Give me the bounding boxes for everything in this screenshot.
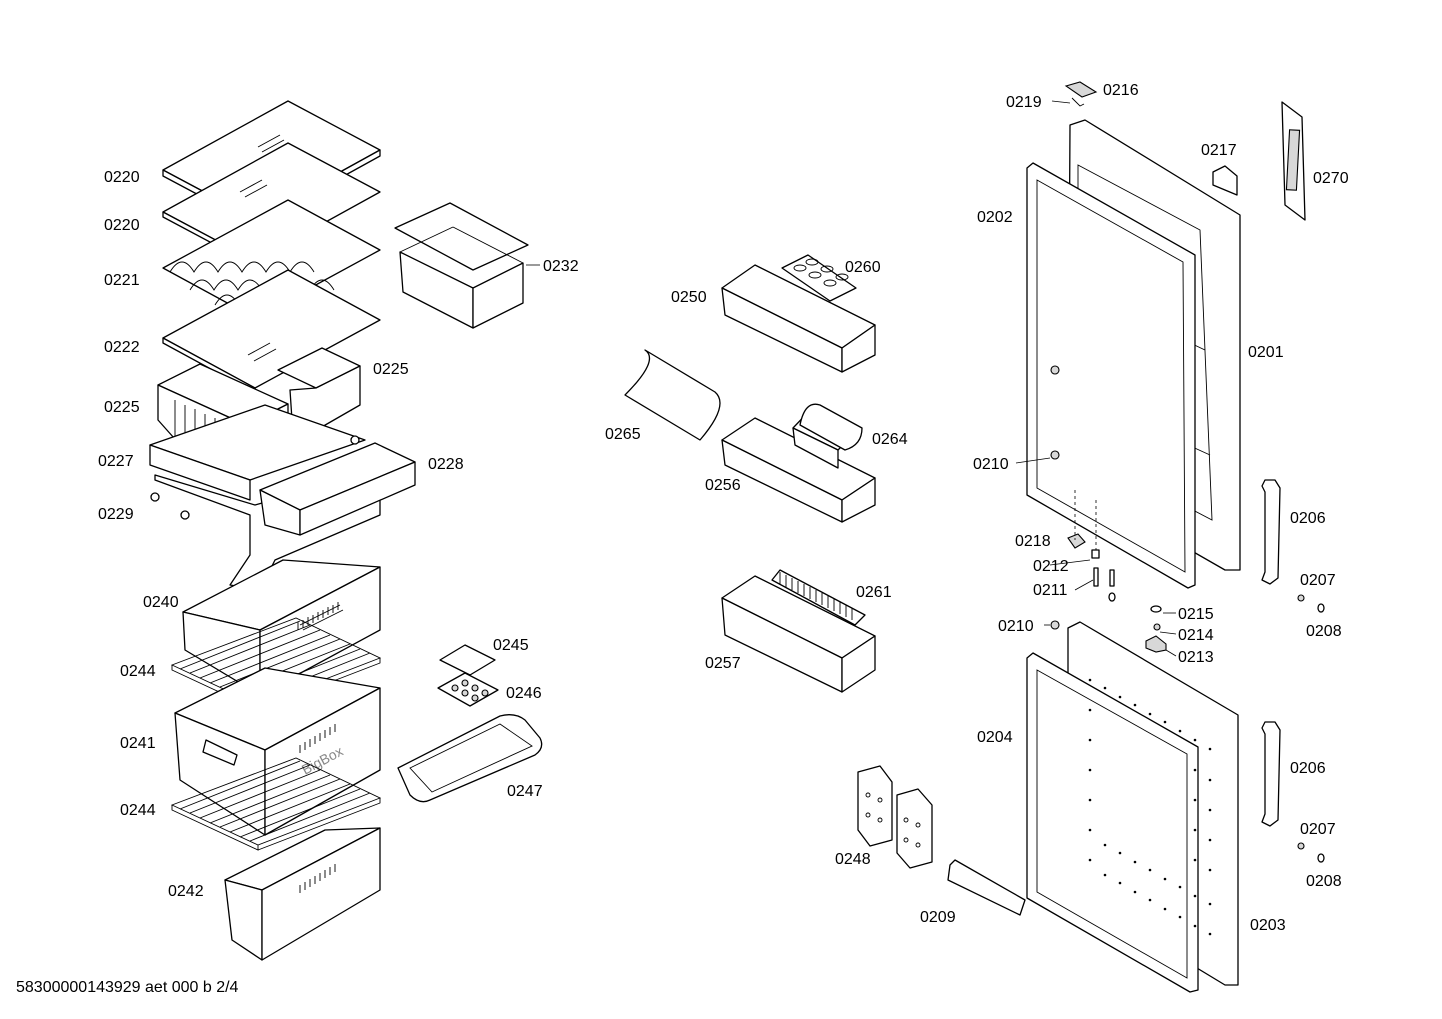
label-0228: 0228 xyxy=(428,456,464,473)
label-0216: 0216 xyxy=(1103,82,1139,99)
label-0213: 0213 xyxy=(1178,649,1214,666)
label-0206-a: 0206 xyxy=(1290,510,1326,527)
label-0257: 0257 xyxy=(705,655,741,672)
label-0210-b: 0210 xyxy=(998,618,1034,635)
leader-lines xyxy=(526,100,1177,657)
label-0210-a: 0210 xyxy=(973,456,1009,473)
door-shelf-0257 xyxy=(721,575,876,693)
label-0202: 0202 xyxy=(977,209,1013,226)
label-0250: 0250 xyxy=(671,289,707,306)
label-0211: 0211 xyxy=(1033,582,1068,599)
label-0229: 0229 xyxy=(98,506,134,523)
label-0247: 0247 xyxy=(507,783,543,800)
label-0206-b: 0206 xyxy=(1290,760,1326,777)
label-0225-b: 0225 xyxy=(104,399,140,416)
label-0221: 0221 xyxy=(104,272,140,289)
label-0256: 0256 xyxy=(705,477,741,494)
hinge-cover-0216 xyxy=(1064,81,1098,98)
label-0203: 0203 xyxy=(1250,917,1286,934)
handle-0206-lower xyxy=(1261,721,1281,827)
drawer-0242 xyxy=(224,827,381,961)
label-0244-b: 0244 xyxy=(120,802,156,819)
label-0204: 0204 xyxy=(977,729,1013,746)
cover-0265 xyxy=(624,349,721,441)
label-0242: 0242 xyxy=(168,883,204,900)
cold-pack-0248 xyxy=(857,765,933,869)
label-0245: 0245 xyxy=(493,637,529,654)
bottle-retainer-0261 xyxy=(771,569,866,626)
egg-tray-lid-0245 xyxy=(439,644,496,676)
label-0261: 0261 xyxy=(856,584,892,601)
upper-gasket-0202 xyxy=(1026,162,1196,589)
flap-0209 xyxy=(947,859,1026,916)
label-0227: 0227 xyxy=(98,453,134,470)
label-0217: 0217 xyxy=(1201,142,1237,159)
label-0207-a: 0207 xyxy=(1300,572,1336,589)
screw-0219 xyxy=(1071,97,1085,107)
handle-0206-upper xyxy=(1261,479,1281,585)
label-0265: 0265 xyxy=(605,426,641,443)
label-0215: 0215 xyxy=(1178,606,1214,623)
label-0270: 0270 xyxy=(1313,170,1349,187)
label-0222: 0222 xyxy=(104,339,140,356)
ice-tray-0247 xyxy=(397,714,543,803)
part-0270 xyxy=(1281,101,1306,221)
wire-shelf-lower xyxy=(170,757,382,851)
butter-box-0264 xyxy=(792,403,863,469)
label-0240: 0240 xyxy=(143,594,179,611)
door-dot-pattern xyxy=(1088,678,1212,936)
label-0264: 0264 xyxy=(872,431,908,448)
label-0201: 0201 xyxy=(1248,344,1284,361)
label-0232: 0232 xyxy=(543,258,579,275)
label-0220-a: 0220 xyxy=(104,169,140,186)
egg-tray-0246 xyxy=(437,672,499,707)
label-0207-b: 0207 xyxy=(1300,821,1336,838)
storage-box-right xyxy=(277,347,361,429)
part-labels: 0220 0220 0221 0222 0225 0225 0227 0228 … xyxy=(98,82,1349,934)
label-0244-a: 0244 xyxy=(120,663,156,680)
drawer-0232 xyxy=(394,202,529,329)
label-0220-b: 0220 xyxy=(104,217,140,234)
label-0209: 0209 xyxy=(920,909,956,926)
label-0260: 0260 xyxy=(845,259,881,276)
label-0225-a: 0225 xyxy=(373,361,409,378)
label-0248: 0248 xyxy=(835,851,871,868)
bigbox-drawer-0241: BigBox xyxy=(174,667,381,836)
label-0246: 0246 xyxy=(506,685,542,702)
drawer-front-0228 xyxy=(259,442,416,536)
part-0217 xyxy=(1212,165,1238,196)
lower-gasket-0204 xyxy=(1026,652,1212,993)
egg-holder-0260 xyxy=(781,254,857,302)
door-shelf-0256 xyxy=(721,417,876,523)
label-0219: 0219 xyxy=(1006,94,1042,111)
label-0212: 0212 xyxy=(1033,558,1069,575)
label-0208-a: 0208 xyxy=(1306,623,1342,640)
label-0214: 0214 xyxy=(1178,627,1214,644)
label-0241: 0241 xyxy=(120,735,156,752)
document-footer-code: 58300000143929 aet 000 b 2/4 xyxy=(16,979,239,996)
vegetable-drawer-0240 xyxy=(182,559,381,696)
label-0208-b: 0208 xyxy=(1306,873,1342,890)
label-0218: 0218 xyxy=(1015,533,1051,550)
door-shelf-0250 xyxy=(721,264,876,373)
